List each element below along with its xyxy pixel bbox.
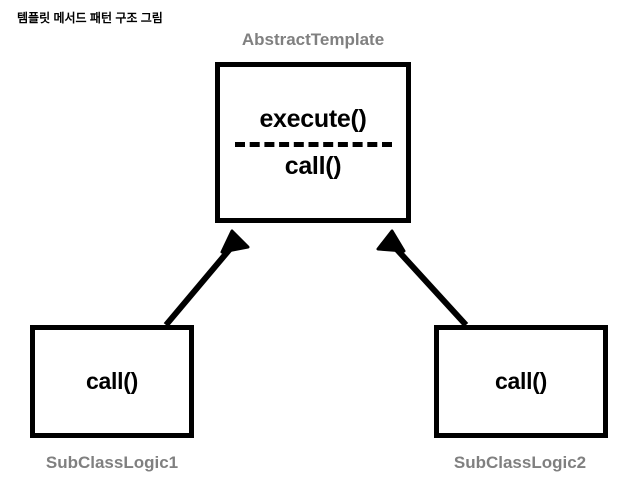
class-box-abstract-template[interactable]: execute() call()	[215, 62, 411, 223]
class-box-subclass-logic-1[interactable]: call()	[30, 325, 194, 438]
class-box-subclass-logic-2[interactable]: call()	[434, 325, 608, 438]
method-call-abstract: call()	[284, 151, 342, 180]
inheritance-line-right	[388, 240, 469, 328]
method-call-subclass-1: call()	[86, 368, 138, 395]
class-caption-subclass-logic-1: SubClassLogic1	[45, 453, 179, 472]
inheritance-line-left	[163, 241, 238, 327]
member-separator	[234, 141, 392, 147]
inheritance-arrowhead-left	[220, 229, 250, 254]
method-execute: execute()	[259, 105, 367, 134]
inheritance-arrowhead-right	[376, 229, 406, 253]
inheritance-arrow-right	[376, 229, 469, 328]
class-caption-abstract-template: AbstractTemplate	[241, 30, 385, 49]
inheritance-arrow-left	[163, 229, 250, 327]
diagram-title: 템플릿 메서드 패턴 구조 그림	[17, 11, 163, 25]
class-caption-subclass-logic-2: SubClassLogic2	[453, 453, 587, 472]
method-call-subclass-2: call()	[495, 368, 547, 395]
